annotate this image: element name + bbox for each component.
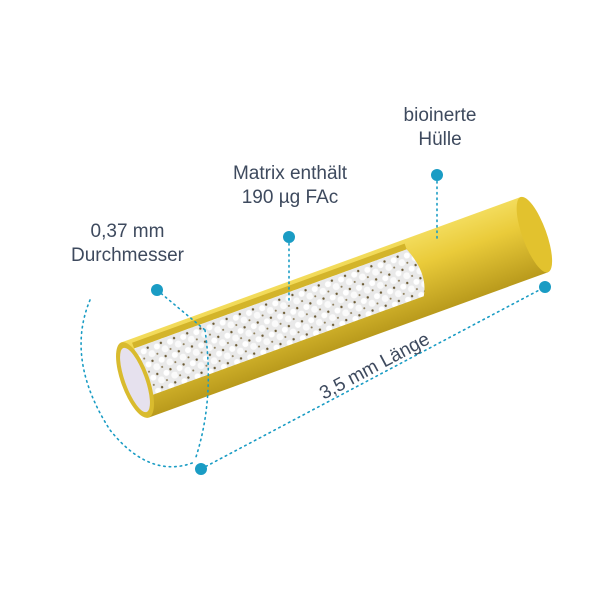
implant-tube bbox=[116, 196, 553, 418]
label-diameter: 0,37 mm Durchmesser bbox=[50, 220, 205, 268]
label-matrix-line1: Matrix enthält bbox=[232, 163, 348, 184]
label-diameter-line2: Durchmesser bbox=[71, 245, 184, 266]
leader-lines bbox=[80, 175, 546, 470]
marker-dot-diameter bbox=[151, 284, 163, 296]
marker-dots bbox=[151, 169, 551, 475]
marker-dot-shell bbox=[431, 169, 443, 181]
matrix-core bbox=[134, 249, 425, 396]
tube-end-cap bbox=[516, 196, 553, 273]
label-shell-line1: bioinerte bbox=[403, 105, 477, 126]
marker-dot-matrix bbox=[283, 231, 295, 243]
label-matrix: Matrix enthält 190 µg FAc bbox=[205, 162, 375, 210]
marker-dot-length-end bbox=[539, 281, 551, 293]
marker-dot-length-start bbox=[195, 463, 207, 475]
label-matrix-line2: 190 µg FAc bbox=[241, 187, 339, 208]
label-shell-line2: Hülle bbox=[418, 129, 462, 150]
core-cross-section bbox=[120, 347, 150, 413]
label-diameter-line1: 0,37 mm bbox=[90, 221, 165, 242]
label-shell: bioinerte Hülle bbox=[375, 104, 505, 152]
